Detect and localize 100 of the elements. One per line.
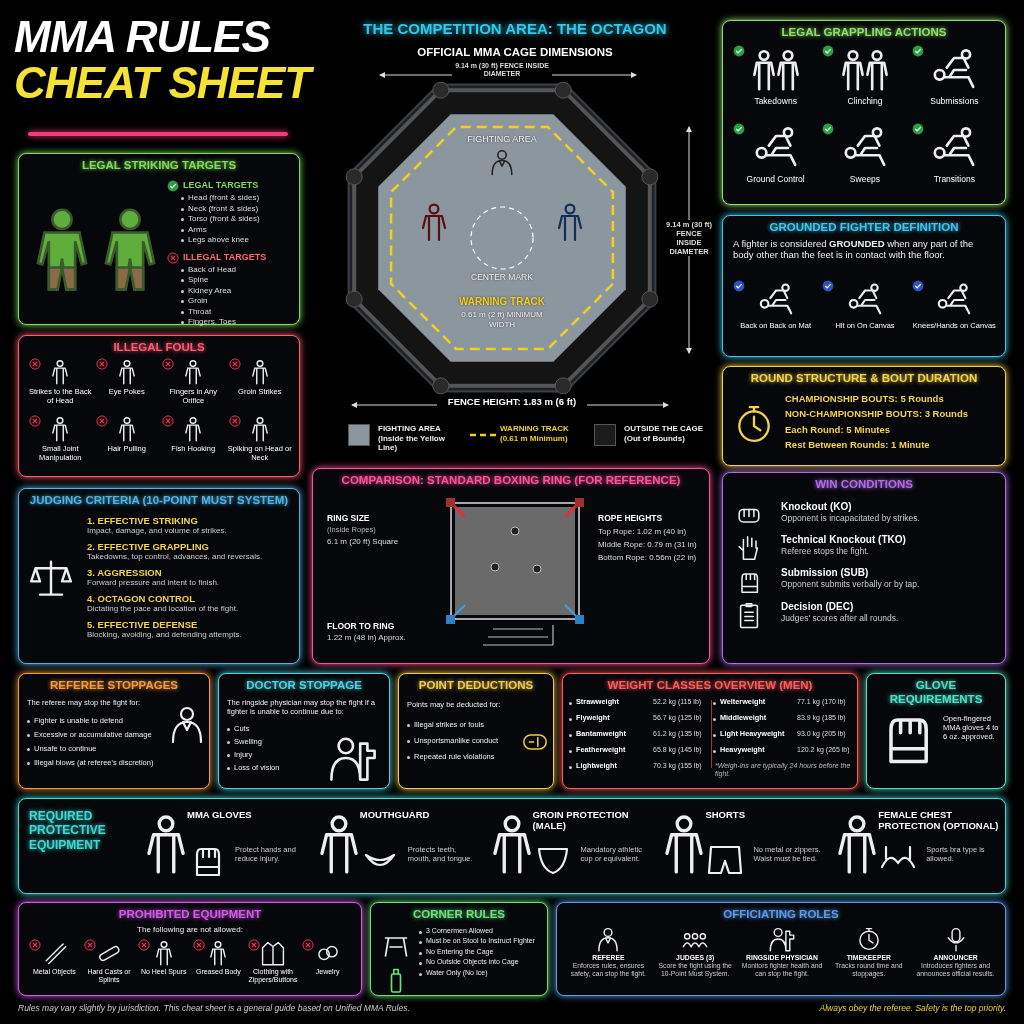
measurement-text: Middle Rope: 0.79 m (31 in) bbox=[598, 540, 698, 550]
measurement-text: 1.22 m (48 in) Approx. bbox=[327, 633, 407, 643]
criterion-title: 3. AGGRESSION bbox=[87, 566, 163, 579]
panel-heading: JUDGING CRITERIA (10-POINT MUST SYSTEM) bbox=[28, 494, 290, 508]
criterion-description: Blocking, avoiding, and defending attempts. bbox=[87, 630, 243, 640]
criterion-title: 2. EFFECTIVE GRAPPLING bbox=[87, 541, 210, 553]
criterion-description: Impact, damage, and volume of strikes. bbox=[87, 526, 228, 536]
subheading: LEGAL TARGETS bbox=[183, 180, 259, 191]
rule-text: Each Round: 5 Minutes bbox=[785, 423, 892, 436]
legend-label: WARNING TRACK (0.61 m Minimum) bbox=[500, 424, 570, 444]
striking-targets-panel bbox=[18, 153, 300, 325]
list-item: Throat bbox=[188, 306, 212, 317]
item-caption: Clinching bbox=[846, 96, 884, 107]
list-item: Neck (front & sides) bbox=[188, 203, 259, 214]
panel-heading: COMPARISON: STANDARD BOXING RING (FOR REFERENCE) bbox=[340, 474, 682, 488]
criterion-description: Judges' scores after all rounds. bbox=[781, 612, 900, 623]
panel-heading: WIN CONDITIONS bbox=[814, 478, 914, 492]
officiating-roles-panel bbox=[556, 902, 1006, 996]
list-item: Back of Head bbox=[188, 264, 237, 275]
footer-note: Rules may vary slightly by jurisdiction. This cheat sheet is a general guide based on Unified MMA Rules. bbox=[18, 1003, 411, 1014]
footer-note: Always obey the referee. Safety is the top priority. bbox=[818, 1003, 1006, 1014]
rule-text: CHAMPIONSHIP BOUTS: 5 Rounds bbox=[785, 393, 945, 405]
zone-label: 0.61 m (2 ft) MINIMUM WIDTH bbox=[460, 310, 544, 330]
list-item: Torso (front & sides) bbox=[188, 214, 260, 224]
point-deductions-panel bbox=[398, 673, 554, 789]
intro-text: The following are not allowed: bbox=[136, 925, 244, 935]
panel-heading: CORNER RULES bbox=[412, 908, 506, 922]
prohibited-equipment-panel bbox=[18, 902, 362, 996]
dimension-label: FENCE HEIGHT: 1.83 m (6 ft) bbox=[437, 396, 587, 408]
panel-heading: ROUND STRUCTURE & BOUT DURATION bbox=[749, 372, 979, 386]
measurement-text: 6.1 m (20 ft) Square bbox=[327, 537, 400, 547]
panel-heading: POINT DEDUCTIONS bbox=[417, 679, 535, 693]
item-caption: Ground Control bbox=[745, 174, 806, 185]
zone-title: WARNING TRACK bbox=[457, 296, 547, 308]
doctor-stoppage-panel bbox=[218, 673, 390, 789]
equipment-name: SHORTS bbox=[705, 809, 746, 821]
panel-heading: REFEREE STOPPAGES bbox=[49, 679, 179, 693]
page-title: MMA RULES CHEAT SHEET bbox=[14, 14, 314, 107]
round-structure-panel bbox=[722, 366, 1006, 466]
list-item: Arms bbox=[188, 224, 207, 235]
criterion-title: Submission (SUB) bbox=[781, 567, 870, 580]
list-item: Spine bbox=[188, 275, 209, 285]
criterion-description: Opponent is incapacitated by strikes. bbox=[781, 513, 921, 524]
zone-label: FIGHTING AREA bbox=[466, 134, 538, 145]
criterion-title: 5. EFFECTIVE DEFENSE bbox=[87, 618, 199, 631]
criterion-title: Decision (DEC) bbox=[781, 600, 855, 613]
list-item: Groin bbox=[188, 296, 208, 306]
criterion-description: Referee stops the fight. bbox=[781, 546, 870, 557]
weight-classes-panel bbox=[562, 673, 858, 789]
win-conditions-panel bbox=[722, 472, 1006, 664]
zone-label: CENTER MARK bbox=[470, 272, 534, 283]
referee-stoppages-panel bbox=[18, 673, 210, 789]
criterion-title: Technical Knockout (TKO) bbox=[781, 534, 907, 547]
section-heading: THE COMPETITION AREA: THE OCTAGON bbox=[362, 20, 668, 38]
list-item: Fingers, Toes bbox=[188, 317, 236, 327]
panel-heading: LEGAL STRIKING TARGETS bbox=[80, 159, 238, 173]
criterion-description: Dictating the pace and location of the fight. bbox=[87, 604, 240, 614]
measurement-text: Top Rope: 1.02 m (40 in) bbox=[598, 527, 688, 537]
criterion-description: Forward pressure and intent to finish. bbox=[87, 578, 221, 588]
equipment-name: MMA GLOVES bbox=[187, 809, 253, 821]
equipment-name: FEMALE CHEST PROTECTION (OPTIONAL) bbox=[878, 809, 1000, 832]
item-caption: Sweeps bbox=[848, 174, 882, 185]
grounded-definition-panel bbox=[722, 215, 1006, 357]
equipment-name: MOUTHGUARD bbox=[359, 809, 431, 821]
measurement-heading: ROPE HEIGHTS bbox=[598, 513, 664, 524]
item-caption: Transitions bbox=[932, 174, 976, 185]
measurement-text: Bottom Rope: 0.56m (22 in) bbox=[598, 553, 698, 563]
criterion-description: Opponent submits verbally or by tap. bbox=[781, 579, 921, 590]
protective-equipment-panel bbox=[18, 798, 1006, 894]
judging-criteria-panel bbox=[18, 488, 300, 664]
criterion-title: 4. OCTAGON CONTROL bbox=[87, 592, 197, 605]
subheading: ILLEGAL TARGETS bbox=[183, 251, 267, 263]
criterion-title: Knockout (KO) bbox=[781, 501, 853, 513]
section-heading: OFFICIAL MMA CAGE DIMENSIONS bbox=[416, 46, 614, 60]
panel-heading: DOCTOR STOPPAGE bbox=[245, 679, 363, 693]
panel-heading: PROHIBITED EQUIPMENT bbox=[117, 908, 263, 922]
list-item: Kidney Area bbox=[188, 285, 232, 296]
rule-text: NON-CHAMPIONSHIP BOUTS: 3 Rounds bbox=[785, 408, 969, 420]
list-item: Head (front & sides) bbox=[188, 193, 260, 203]
item-caption: Takedowns bbox=[753, 96, 798, 107]
panel-heading: WEIGHT CLASSES OVERVIEW (MEN) bbox=[606, 679, 814, 693]
criterion-description: Takedowns, top control, advances, and reversals. bbox=[87, 552, 264, 562]
grappling-actions-panel bbox=[722, 20, 1006, 205]
illegal-fouls-panel bbox=[18, 335, 300, 477]
equipment-name: GROIN PROTECTION (MALE) bbox=[532, 809, 630, 832]
boxing-ring-panel bbox=[312, 468, 710, 664]
panel-heading: GROUNDED FIGHTER DEFINITION bbox=[768, 221, 960, 235]
panel-heading: LEGAL GRAPPLING ACTIONS bbox=[780, 26, 948, 40]
item-caption: Submissions bbox=[929, 96, 980, 107]
legend-label: FIGHTING AREA (Inside the Yellow Line) bbox=[378, 424, 446, 453]
intro-text: A fighter is considered GROUNDED when any part of the body other than the feet is in contact with the floor. bbox=[733, 238, 975, 261]
panel-heading: GLOVE REQUIREMENTS bbox=[888, 679, 984, 707]
rule-text: Rest Between Rounds: 1 Minute bbox=[785, 439, 931, 451]
measurement-heading: FLOOR TO RING bbox=[327, 621, 396, 632]
legend-label: OUTSIDE THE CAGE (Out of Bounds) bbox=[624, 424, 705, 444]
criterion-title: 1. EFFECTIVE STRIKING bbox=[87, 515, 199, 527]
list-item: Legs above knee bbox=[188, 235, 249, 245]
panel-heading: REQUIRED PROTECTIVE EQUIPMENT bbox=[29, 809, 107, 853]
corner-rules-panel bbox=[370, 902, 548, 996]
panel-heading: OFFICIATING ROLES bbox=[722, 908, 840, 922]
